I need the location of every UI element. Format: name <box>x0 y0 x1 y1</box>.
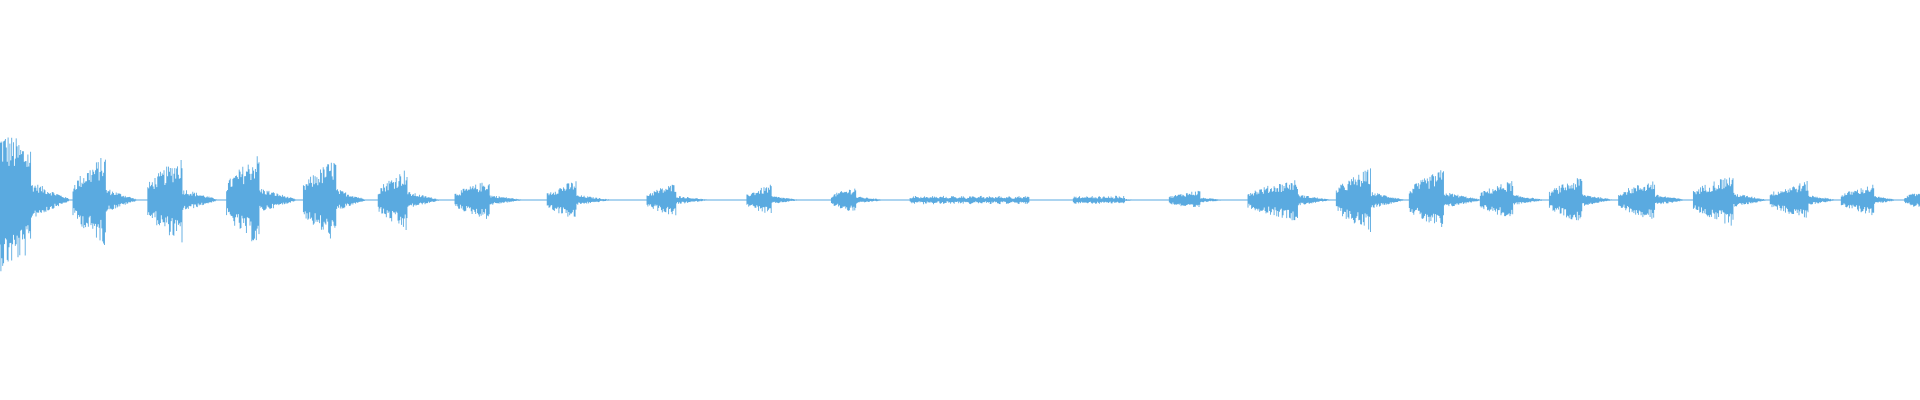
waveform-burst <box>1692 177 1767 226</box>
waveform-burst-path <box>1479 181 1544 217</box>
waveform-burst <box>1072 195 1137 204</box>
waveform-burst-path <box>646 184 709 216</box>
waveform-burst-path <box>746 184 799 213</box>
waveform-burst <box>1335 168 1404 232</box>
waveform-burst-path <box>72 158 137 245</box>
waveform-burst <box>226 156 296 242</box>
waveform-burst <box>1840 184 1897 216</box>
waveform-burst-path <box>454 182 523 219</box>
waveform-burst-path <box>147 160 217 243</box>
waveform-burst-path <box>1840 184 1897 216</box>
waveform-burst-path <box>909 195 1030 205</box>
waveform-burst <box>1548 178 1613 221</box>
waveform-burst <box>147 160 217 243</box>
waveform-burst-path <box>1548 178 1613 221</box>
waveform-burst <box>0 137 69 272</box>
waveform-burst <box>546 181 611 217</box>
waveform-burst <box>646 184 709 216</box>
waveform-burst-path <box>1247 180 1331 221</box>
waveform-burst-path <box>1408 170 1480 227</box>
waveform-burst-path <box>830 188 885 211</box>
waveform-burst <box>909 195 1030 205</box>
waveform-burst-path <box>1072 195 1137 204</box>
waveform-burst-path <box>1904 193 1920 207</box>
waveform-burst-path <box>1335 168 1404 232</box>
waveform-burst <box>377 170 440 230</box>
waveform-burst <box>302 162 366 239</box>
waveform-burst-path <box>226 156 296 242</box>
waveform-burst <box>1479 181 1544 217</box>
waveform-burst <box>1168 190 1225 207</box>
waveform-burst-path <box>302 162 366 239</box>
waveform-burst <box>1408 170 1480 227</box>
waveform-burst <box>1247 180 1331 221</box>
waveform-burst <box>746 184 799 213</box>
waveform-burst <box>454 182 523 219</box>
waveform-burst-path <box>1769 181 1836 218</box>
waveform-burst-path <box>1692 177 1767 226</box>
waveform-burst <box>72 158 137 245</box>
waveform-burst <box>1904 193 1920 207</box>
waveform-burst-path <box>0 137 69 272</box>
waveform-burst-path <box>377 170 440 230</box>
waveform-burst-path <box>1618 181 1686 219</box>
waveform-burst <box>830 188 885 211</box>
waveform-burst <box>1618 181 1686 219</box>
waveform-bursts <box>0 137 1920 272</box>
waveform-burst-path <box>546 181 611 217</box>
waveform-burst-path <box>1168 190 1225 207</box>
waveform-burst <box>1769 181 1836 218</box>
